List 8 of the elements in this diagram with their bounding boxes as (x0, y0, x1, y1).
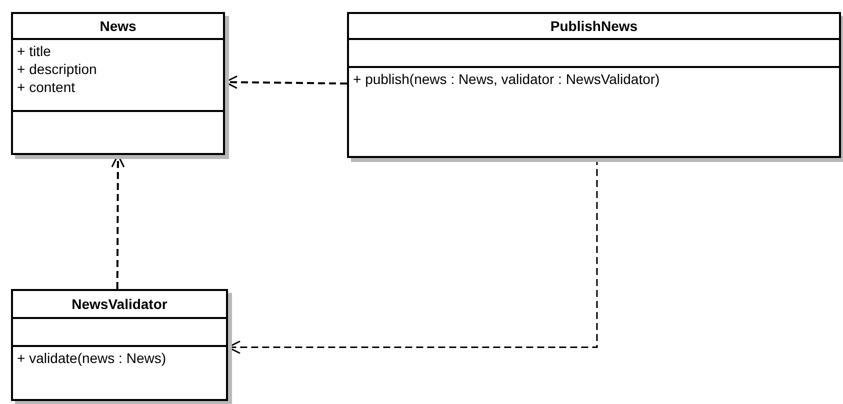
attribute-text: + description (17, 60, 98, 78)
operation-text: + validate(news : News) (17, 349, 168, 367)
class-name: NewsValidator (72, 297, 168, 311)
attribute-text: + title (17, 42, 52, 60)
class-name: News (100, 19, 136, 33)
attribute-text: + content (17, 78, 76, 96)
class-name: PublishNews (550, 19, 638, 33)
operation-text: + publish(news : News, validator : NewsValidator) (353, 70, 661, 88)
